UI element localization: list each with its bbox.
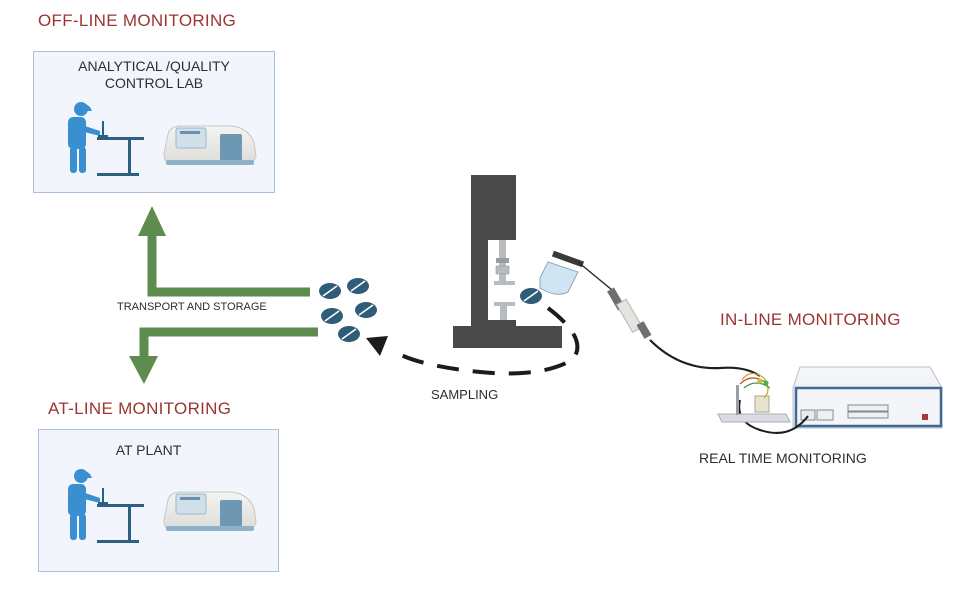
electrode-stand-icon (717, 372, 791, 423)
spectrophotometer-icon (163, 491, 257, 531)
tablet-icon (319, 283, 341, 299)
tablet-press-icon (453, 175, 562, 348)
spectrophotometer-icon (163, 125, 257, 165)
transport-label: TRANSPORT AND STORAGE (117, 301, 267, 313)
lab-table-icon (97, 137, 144, 176)
offline-panel-title-line2: CONTROL LAB (104, 75, 204, 91)
offline-panel-title: ANALYTICAL /QUALITY CONTROL LAB (34, 58, 274, 92)
analyzer-icon (738, 366, 943, 434)
arrow-to-offline (138, 206, 310, 297)
atline-heading: AT-LINE MONITORING (48, 399, 232, 418)
arrow-to-atline (129, 327, 318, 384)
offline-heading: OFF-LINE MONITORING (38, 11, 237, 30)
tablet-icon (338, 326, 360, 342)
tablets-group (319, 278, 377, 342)
tablet-icon (321, 308, 343, 324)
sampling-label: SAMPLING (431, 387, 499, 402)
tablet-icon (347, 278, 369, 294)
sampling-arrow (366, 306, 580, 376)
lab-table-icon (97, 504, 144, 543)
atline-panel-title: AT PLANT (115, 442, 182, 458)
inline-heading: IN-LINE MONITORING (720, 310, 901, 329)
probe-icon (539, 250, 761, 377)
lab-worker-icon (68, 469, 108, 540)
tablet-icon (355, 302, 377, 318)
lab-worker-icon (68, 102, 108, 173)
offline-panel-title-line1: ANALYTICAL /QUALITY (78, 58, 230, 74)
realtime-caption: REAL TIME MONITORING (699, 450, 867, 466)
tablet-icon (520, 288, 542, 304)
